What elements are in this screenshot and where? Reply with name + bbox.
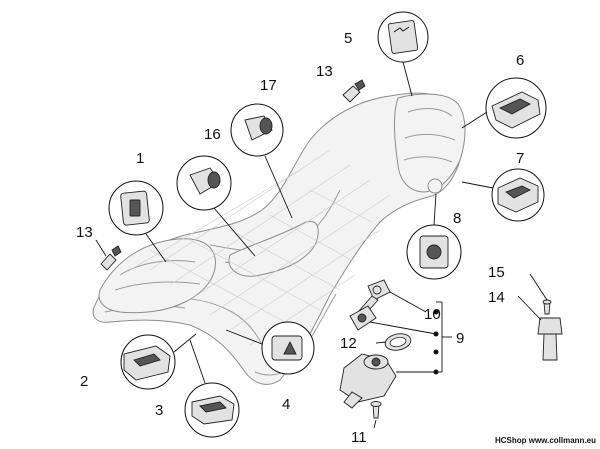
part-9-ignition-lock — [339, 353, 436, 409]
part-13-bulb-left — [95, 239, 122, 271]
callout-part-2 — [120, 333, 197, 390]
callout-part-16 — [176, 155, 256, 257]
label-2: 2 — [80, 373, 88, 390]
callout-part-4 — [225, 321, 315, 375]
label-11: 11 — [351, 429, 367, 446]
callout-part-1 — [108, 180, 167, 263]
label-3: 3 — [155, 402, 163, 419]
part-13-bulb-top — [342, 79, 366, 103]
label-12: 12 — [340, 335, 357, 352]
part-14-15-switch — [517, 273, 563, 361]
callout-part-7 — [461, 168, 545, 222]
label-13-top: 13 — [316, 63, 333, 80]
label-9: 9 — [456, 330, 464, 347]
part-number-labels: 5 6 13 17 16 1 7 8 13 15 14 10 9 12 2 4 … — [76, 30, 524, 446]
callout-part-17 — [230, 103, 293, 219]
label-16: 16 — [204, 126, 221, 143]
label-10: 10 — [424, 306, 441, 323]
callout-part-5 — [377, 11, 429, 97]
label-17: 17 — [260, 77, 277, 94]
callout-part-8 — [406, 193, 462, 280]
label-4: 4 — [282, 396, 290, 413]
label-7: 7 — [516, 150, 524, 167]
label-1: 1 — [136, 150, 144, 167]
label-6: 6 — [516, 52, 524, 69]
callout-part-6 — [461, 77, 547, 139]
part-10-key-blade — [349, 305, 437, 335]
bracket-part-9 — [433, 301, 452, 375]
label-5: 5 — [344, 30, 352, 47]
label-8: 8 — [453, 210, 461, 227]
handlebar-shield-body — [92, 92, 466, 385]
part-11-screw — [370, 401, 382, 429]
label-15: 15 — [488, 264, 505, 281]
callout-part-3 — [184, 339, 240, 438]
label-13-left: 13 — [76, 224, 93, 241]
label-14: 14 — [488, 289, 505, 306]
watermark-text: HCShop www.collmann.eu — [495, 436, 596, 445]
part-12-ring — [375, 333, 412, 351]
